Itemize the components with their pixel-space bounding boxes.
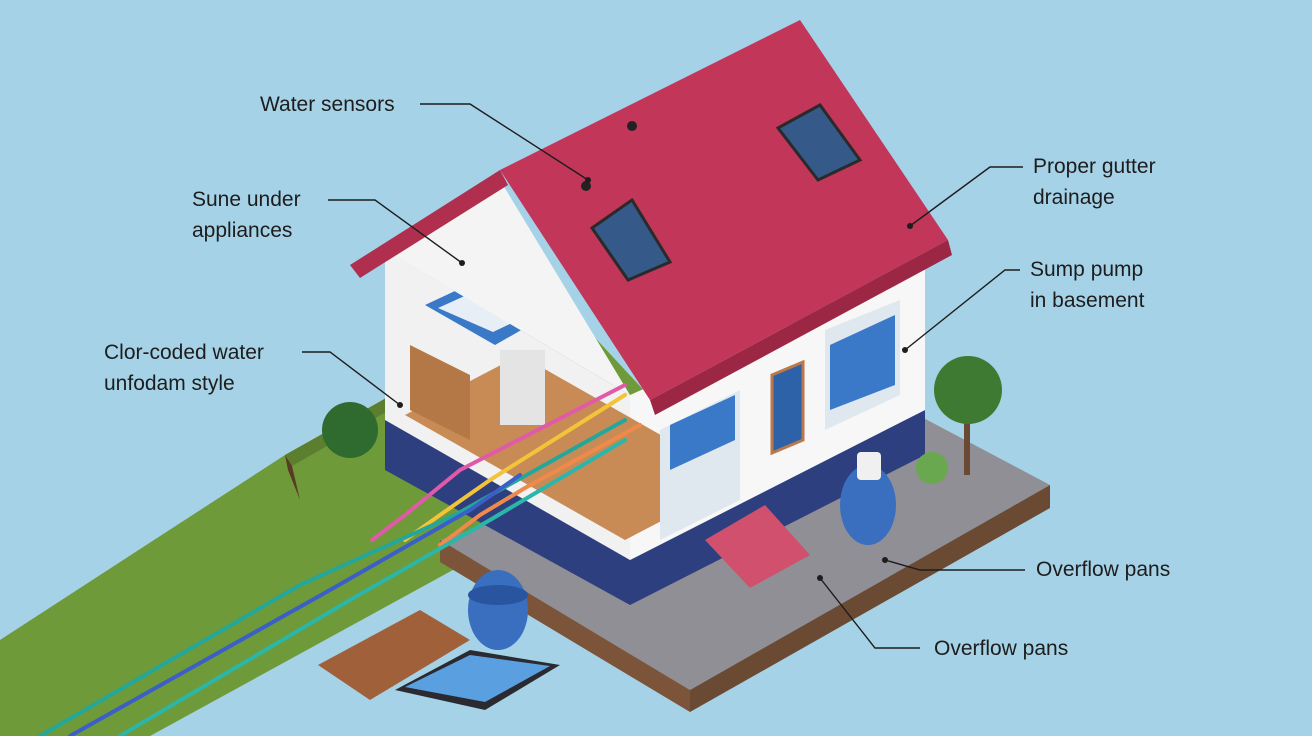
water-sensor-icon [581,181,591,191]
color-coded-pipes [38,383,642,736]
label-water-sensors: Water sensors [260,89,395,120]
roof-left-eave [350,170,508,278]
soil-edge [285,455,300,500]
shrub [916,452,948,484]
water-sensor-icon [627,121,637,131]
patio-side-front [690,485,1050,712]
roof-main [500,20,948,400]
interior-tub [830,315,895,410]
overflow-pool-water [405,655,550,702]
label-text: Overflow pans [934,637,1069,660]
label-text: Water sensors [260,93,395,116]
label-text: unfodam style [104,372,235,395]
pipe-blue [68,473,522,736]
label-sune-under: Sune under appliances [192,184,301,246]
leader-lines [302,103,1025,649]
leader-dots [397,177,913,581]
sump-pump-cap [857,452,881,480]
leader-color-coded [302,351,401,406]
leader-gutter [909,166,1023,227]
leader-sump-pump [904,269,1020,351]
tree-right-top [934,356,1002,424]
label-text: drainage [1033,186,1115,209]
label-text: Overflow pans [1036,558,1171,581]
side-window [770,359,805,456]
pipe-green [118,438,627,736]
pipe-pink [370,383,627,542]
tree-left [322,402,378,458]
label-text: Clor-coded water [104,341,264,364]
leader-sune-under [328,199,463,264]
label-text: appliances [192,219,293,242]
label-text: Sune under [192,188,301,211]
room-opening-left [410,345,470,440]
label-gutter: Proper gutter drainage [1033,151,1156,213]
label-text: Sump pump [1030,258,1144,281]
pipe-teal [38,418,627,736]
pipe-orange [438,423,642,547]
water-barrel-icon [468,570,528,650]
label-overflow-2: Overflow pans [934,633,1068,664]
interior-panel [670,395,735,470]
tree-right-trunk [964,420,970,475]
leader-overflow-2 [819,577,920,649]
sump-pump-icon [840,465,896,545]
roof-window-1 [589,197,673,282]
appliance-body [500,350,545,425]
bench-seat [318,610,470,700]
front-steps [705,505,810,588]
label-text: Proper gutter [1033,155,1156,178]
leader-overflow-1 [884,559,1025,571]
label-overflow-1: Overflow pans [1036,554,1170,585]
water-barrel-top [468,585,528,605]
label-sump-pump: Sump pump in basement [1030,254,1144,316]
house-gable [385,180,630,395]
leader-water-sensors [420,103,589,181]
roof-front-edge [650,240,952,415]
label-color-coded: Clor-coded water unfodam style [104,337,264,399]
label-text: in basement [1030,289,1145,312]
roof-window-2 [775,103,863,182]
